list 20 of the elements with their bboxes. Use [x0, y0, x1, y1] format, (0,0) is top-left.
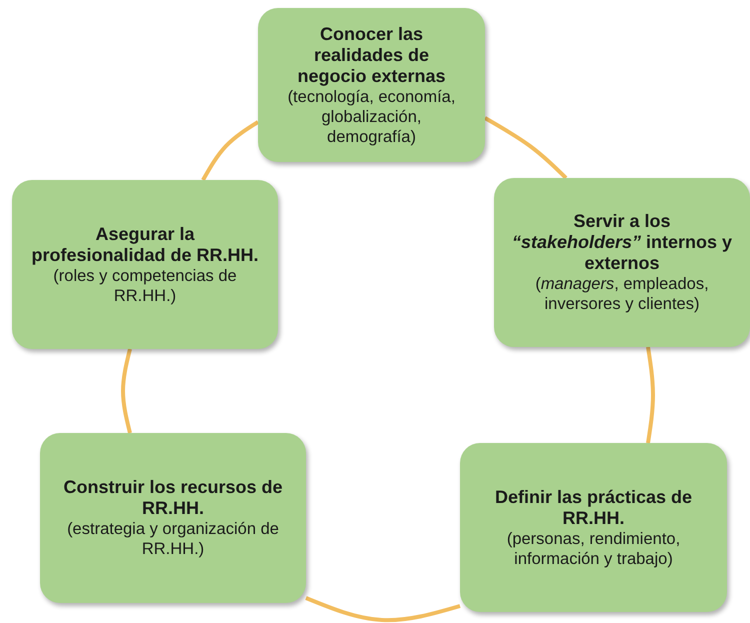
process-box	[12, 180, 278, 349]
connector-arc	[201, 120, 260, 181]
box-description: (personas, rendimiento, información y trabajo)	[506, 528, 682, 568]
connector-arc	[121, 348, 132, 434]
connector-arc	[305, 596, 461, 622]
process-box	[40, 433, 306, 603]
box-heading: Definir las prácticas de RR.HH.	[494, 486, 694, 528]
box-description: (tecnología, economía, globalización, demografía)	[286, 86, 456, 146]
connector-arc	[484, 116, 568, 180]
box-description: (managers, empleados, inversores y clientes)	[534, 274, 710, 314]
box-description: (estrategia y organización de RR.HH.)	[66, 519, 280, 559]
process-box	[494, 178, 750, 347]
box-description: (roles y competencias de RR.HH.)	[52, 266, 238, 306]
box-heading: Asegurar la profesionalidad de RR.HH.	[30, 224, 260, 266]
box-heading: Servir a los “stakeholders” internos y externos	[510, 211, 734, 274]
process-box	[258, 8, 485, 162]
box-heading: Construir los recursos de RR.HH.	[63, 477, 283, 519]
process-box	[460, 443, 727, 612]
connector-arc	[646, 346, 655, 444]
box-heading: Conocer las realidades de negocio externas	[296, 24, 447, 86]
